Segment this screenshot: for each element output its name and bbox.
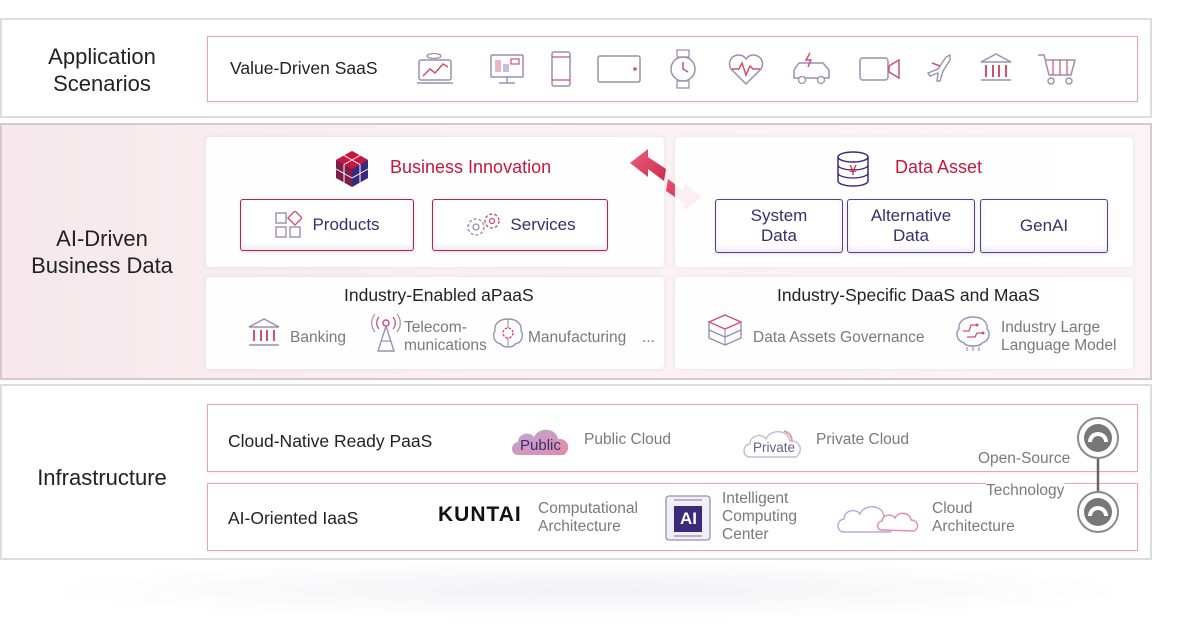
value-driven-saas-frame: Value-Driven SaaS bbox=[207, 36, 1138, 102]
ai-oriented-iaas-title: AI-Oriented IaaS bbox=[228, 508, 359, 528]
products-pill[interactable]: Products bbox=[240, 199, 414, 251]
industry-specific-daas-maas-panel: Industry-Specific DaaS and MaaS Data Ass… bbox=[675, 277, 1133, 369]
industry-llm-label: Industry Large Language Model bbox=[1001, 319, 1117, 354]
services-pill[interactable]: Services bbox=[432, 199, 608, 251]
services-gears-icon bbox=[467, 213, 501, 236]
private-cloud-icon-text: Private bbox=[753, 440, 796, 455]
ai-driven-business-data-band: AI-Driven Business Data Business Innovat… bbox=[0, 123, 1152, 380]
business-innovation-panel: Business Innovation Products Services bbox=[206, 137, 664, 267]
svg-text:¥: ¥ bbox=[849, 164, 857, 179]
llm-brain-circuit-icon bbox=[956, 316, 990, 351]
computational-architecture-label: Computational Architecture bbox=[538, 500, 638, 535]
ai-oriented-iaas-frame: AI-Oriented IaaS KUNTAI Computational Ar… bbox=[207, 483, 1138, 551]
airplane-icon bbox=[926, 53, 951, 82]
cloud-native-paas-title: Cloud-Native Ready PaaS bbox=[228, 431, 433, 451]
system-data-pill[interactable]: System Data bbox=[715, 199, 843, 253]
infrastructure-label: Infrastructure bbox=[37, 465, 167, 490]
data-assets-governance-label: Data Assets Governance bbox=[753, 329, 925, 346]
public-cloud-label: Public Cloud bbox=[584, 431, 672, 448]
data-governance-blocks-icon bbox=[707, 314, 743, 346]
monitor-dashboard-icon bbox=[490, 54, 524, 84]
public-cloud-icon bbox=[512, 429, 569, 455]
cloud-native-paas-frame: Cloud-Native Ready PaaS Public Public Cl… bbox=[207, 404, 1138, 472]
shopping-cart-icon bbox=[1038, 54, 1076, 85]
value-driven-saas-title: Value-Driven SaaS bbox=[230, 58, 378, 78]
bottom-shadow bbox=[40, 560, 1140, 620]
innovation-cube-icon bbox=[335, 151, 369, 187]
ai-chip-icon bbox=[665, 495, 711, 541]
business-innovation-title: Business Innovation bbox=[390, 157, 552, 177]
application-scenarios-band: Application Scenarios Value-Driven SaaS bbox=[0, 18, 1152, 118]
private-cloud-icon bbox=[743, 430, 801, 458]
apaas-title: Industry-Enabled aPaaS bbox=[344, 285, 534, 305]
products-icon bbox=[275, 211, 303, 238]
telecom-tower-icon bbox=[371, 313, 401, 352]
kuntai-logo: KUNTAI bbox=[438, 503, 522, 526]
smartwatch-icon bbox=[670, 49, 696, 89]
products-label: Products bbox=[312, 215, 380, 234]
tablet-icon bbox=[597, 55, 641, 83]
daas-maas-title: Industry-Specific DaaS and MaaS bbox=[777, 285, 1040, 305]
industry-enabled-apaas-panel: Industry-Enabled aPaaS Banking Telecom- … bbox=[206, 277, 664, 369]
cloud-architecture-icon bbox=[837, 506, 919, 533]
more-ellipsis: ... bbox=[642, 329, 655, 346]
bank-icon bbox=[980, 53, 1012, 81]
technology-label: Technology bbox=[986, 482, 1065, 500]
ai-driven-business-data-label: AI-Driven Business Data bbox=[31, 226, 173, 278]
public-cloud-icon-text: Public bbox=[520, 437, 561, 454]
telecommunications-label: Telecom- munications bbox=[404, 319, 487, 354]
open-source-label: Open-Source bbox=[978, 450, 1071, 468]
genai-pill[interactable]: GenAI bbox=[980, 199, 1108, 253]
services-label: Services bbox=[510, 215, 576, 234]
data-asset-database-icon: ¥ bbox=[837, 151, 869, 187]
intelligent-computing-center-label: Intelligent Computing Center bbox=[722, 490, 797, 543]
data-asset-panel: ¥ Data Asset System Data Alternative Dat… bbox=[675, 137, 1133, 267]
open-source-connector bbox=[1077, 417, 1119, 533]
smartphone-icon bbox=[551, 51, 571, 87]
manufacturing-label: Manufacturing bbox=[528, 329, 627, 346]
banking-label: Banking bbox=[290, 329, 347, 346]
video-camera-icon bbox=[859, 57, 900, 81]
ai-chip-icon-text: AI bbox=[680, 509, 697, 528]
infrastructure-band: Infrastructure Cloud-Native Ready PaaS P… bbox=[0, 384, 1152, 560]
heart-health-icon bbox=[728, 54, 764, 86]
cloud-architecture-label: Cloud Architecture bbox=[932, 500, 1015, 535]
application-scenarios-label: Application Scenarios bbox=[48, 44, 156, 96]
banking-icon bbox=[248, 318, 280, 346]
ev-car-icon bbox=[793, 52, 830, 85]
manufacturing-brain-icon bbox=[492, 318, 524, 348]
finance-chart-icon bbox=[417, 52, 453, 84]
data-asset-title: Data Asset bbox=[895, 157, 983, 177]
alternative-data-pill[interactable]: Alternative Data bbox=[847, 199, 975, 253]
private-cloud-label: Private Cloud bbox=[816, 431, 910, 448]
